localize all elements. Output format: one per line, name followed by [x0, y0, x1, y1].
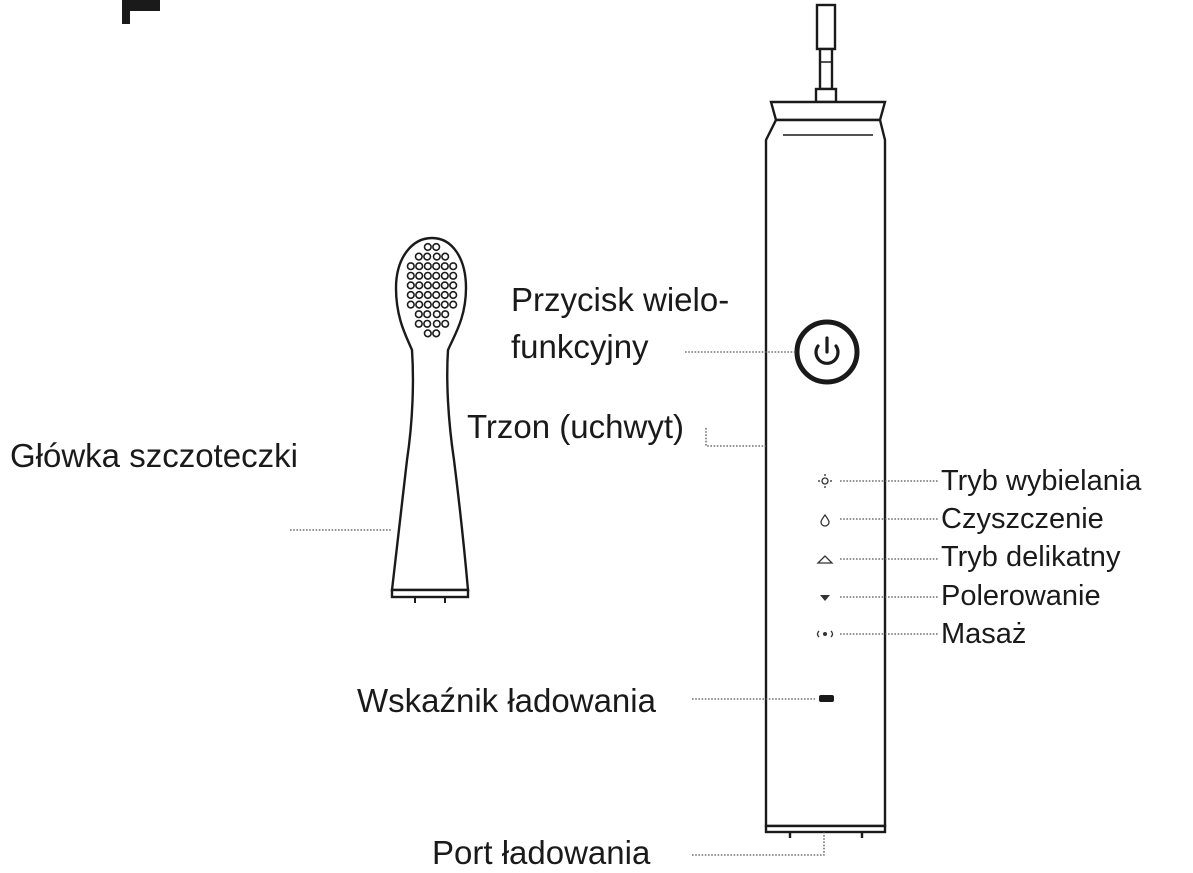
brush-head	[390, 236, 470, 603]
bristle-tuft	[423, 300, 432, 309]
bristle-tuft	[432, 310, 441, 319]
bristle-tuft	[406, 300, 415, 309]
bristle-tuft	[415, 300, 424, 309]
bristle-tuft	[406, 290, 415, 300]
bristle-tuft	[449, 290, 458, 300]
bristle-tuft	[441, 319, 450, 328]
bristle-tuft	[449, 262, 458, 271]
label-mode-sensitive: Tryb delikatny	[941, 541, 1121, 573]
bristle-tuft	[423, 262, 432, 271]
bristle-tuft	[423, 290, 432, 300]
bristle-tuft	[415, 262, 424, 271]
bristle-tuft	[441, 310, 450, 319]
power-button[interactable]	[794, 319, 860, 385]
bristle-tuft	[440, 281, 449, 290]
charge-indicator-light	[819, 695, 834, 702]
label-charge-indicator: Wskaźnik ładowania	[357, 682, 657, 719]
vibration-icon	[816, 630, 834, 638]
bristle-tuft	[423, 252, 432, 261]
bristle-tuft	[432, 281, 441, 290]
bristle-tuft	[406, 281, 415, 290]
bristle-tuft	[423, 271, 432, 280]
bristle-tuft	[440, 271, 449, 280]
bristle-tuft	[432, 300, 441, 309]
bristle-tuft	[406, 271, 415, 280]
bristle-tuft	[414, 310, 423, 319]
bristle-tuft	[415, 281, 424, 290]
bristle-tuft	[449, 271, 458, 280]
diamond-icon	[820, 595, 830, 601]
bristle-tuft	[440, 262, 449, 271]
bristle-tuft	[441, 252, 450, 261]
label-button-line1: Przycisk wielo-	[511, 281, 729, 318]
bristle-tuft	[432, 242, 441, 252]
leader-shaft	[705, 428, 766, 447]
bristle-tuft	[414, 319, 423, 328]
label-mode-cleaning: Czyszczenie	[941, 503, 1104, 535]
handle	[764, 3, 887, 838]
bristle-tuft	[449, 300, 458, 309]
bristle-tuft	[415, 271, 424, 280]
label-mode-whitening: Tryb wybielania	[941, 465, 1142, 497]
bristle-tuft	[406, 262, 415, 271]
sun-icon	[818, 474, 832, 488]
bristle-tuft	[423, 281, 432, 290]
bristle-tuft	[432, 329, 441, 338]
label-shaft: Trzon (uchwyt)	[467, 408, 684, 445]
label-button-line2: funkcyjny	[511, 328, 649, 365]
bristle-tuft	[414, 252, 423, 261]
bristle-tuft	[432, 290, 441, 300]
bristle-tuft	[449, 281, 458, 290]
bristle-tuft	[432, 319, 441, 328]
drop-icon	[820, 513, 830, 527]
power-icon	[814, 336, 840, 365]
bristle-grid	[406, 242, 458, 338]
bristle-tuft	[423, 310, 432, 319]
bristle-tuft	[440, 290, 449, 300]
label-mode-massage: Masaż	[941, 618, 1026, 650]
bristle-tuft	[423, 242, 432, 252]
leader-charge-port	[692, 832, 825, 856]
title-fragment	[122, 0, 160, 24]
bristle-tuft	[423, 319, 432, 328]
bristle-tuft	[423, 329, 432, 338]
bristle-tuft	[415, 290, 424, 300]
bristle-tuft	[432, 262, 441, 271]
label-charge-port: Port ładowania	[432, 834, 651, 871]
bristle-tuft	[440, 300, 449, 309]
cloud-icon	[816, 555, 834, 564]
bristle-tuft	[432, 252, 441, 261]
label-mode-polishing: Polerowanie	[941, 580, 1101, 612]
label-brush-head: Główka szczoteczki	[10, 437, 298, 474]
bristle-tuft	[432, 271, 441, 280]
